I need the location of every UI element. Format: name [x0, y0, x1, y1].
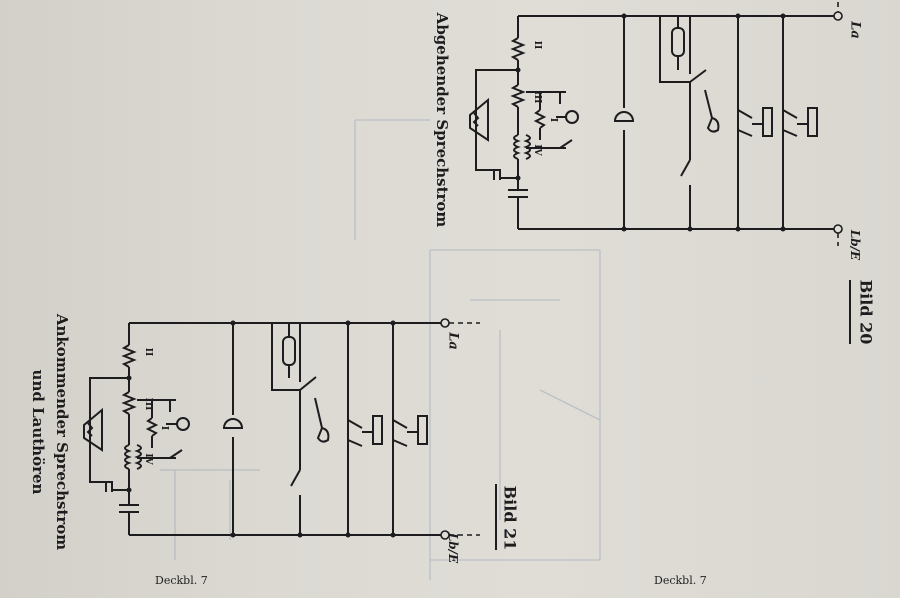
r-mid-label-bild21: III: [143, 397, 153, 411]
caption-bild21-line2: und Lauthören: [29, 369, 47, 495]
figure-label-bild21: Bild 21: [500, 485, 520, 551]
footer-right: Deckbl. 7: [654, 574, 707, 587]
r-top-label-bild21: II: [143, 347, 153, 357]
terminal-lbe-bild21: Lb/E: [446, 532, 460, 564]
underline-bild21: [495, 484, 497, 550]
coil-label-bild21: IV: [143, 453, 153, 465]
footer-left: Deckbl. 7: [155, 574, 208, 587]
underline-bild20: [849, 280, 851, 344]
i-label-bild21: I: [159, 425, 169, 431]
terminal-la-bild21: La: [445, 332, 461, 350]
caption-bild21-line1: Ankommender Sprechstrom: [53, 313, 71, 551]
